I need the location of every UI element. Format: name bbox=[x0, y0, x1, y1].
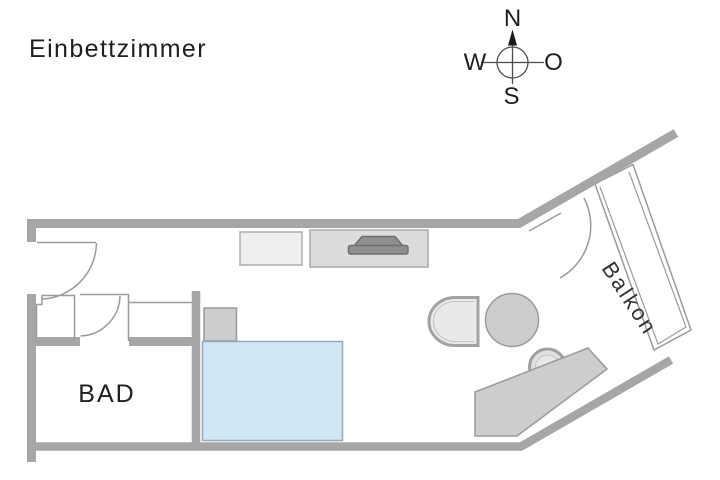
furniture bbox=[201, 229, 609, 442]
architectural-lines bbox=[35, 197, 592, 341]
page-title: Einbettzimmer bbox=[29, 35, 207, 63]
walls bbox=[27, 129, 679, 462]
tv bbox=[352, 235, 405, 247]
compass-label-south: S bbox=[503, 83, 519, 110]
balcony bbox=[594, 163, 692, 352]
balcony-door-arc bbox=[559, 197, 592, 279]
bathroom-door-arc bbox=[80, 295, 121, 337]
balcony-inner-rail bbox=[599, 171, 687, 345]
desk bbox=[239, 231, 303, 266]
entrance-door-arc bbox=[41, 242, 98, 300]
wall-top-and-angled bbox=[27, 129, 679, 242]
compass-label-east: O bbox=[544, 49, 563, 76]
compass-north-arrow-icon bbox=[508, 29, 517, 46]
chaise-lounge bbox=[474, 347, 609, 437]
round-table bbox=[484, 292, 540, 348]
compass-rose: N W O S bbox=[464, 5, 563, 110]
bathroom-door-leaf bbox=[80, 293, 130, 302]
tub-chair bbox=[427, 296, 480, 347]
closet-left bbox=[35, 294, 76, 341]
closet-right bbox=[127, 301, 192, 341]
balcony-door-leaf bbox=[528, 212, 562, 232]
tub-chair-inner-line bbox=[432, 300, 474, 343]
bed bbox=[201, 340, 344, 442]
balcony-outline bbox=[594, 163, 692, 352]
compass-label-west: W bbox=[464, 49, 487, 76]
nightstand bbox=[203, 307, 238, 342]
bathroom-label: BAD bbox=[78, 380, 135, 408]
compass-circle bbox=[496, 46, 529, 79]
compass-label-north: N bbox=[504, 5, 521, 32]
tv-base bbox=[347, 244, 409, 255]
wall-bottom-and-angled bbox=[31, 356, 674, 451]
